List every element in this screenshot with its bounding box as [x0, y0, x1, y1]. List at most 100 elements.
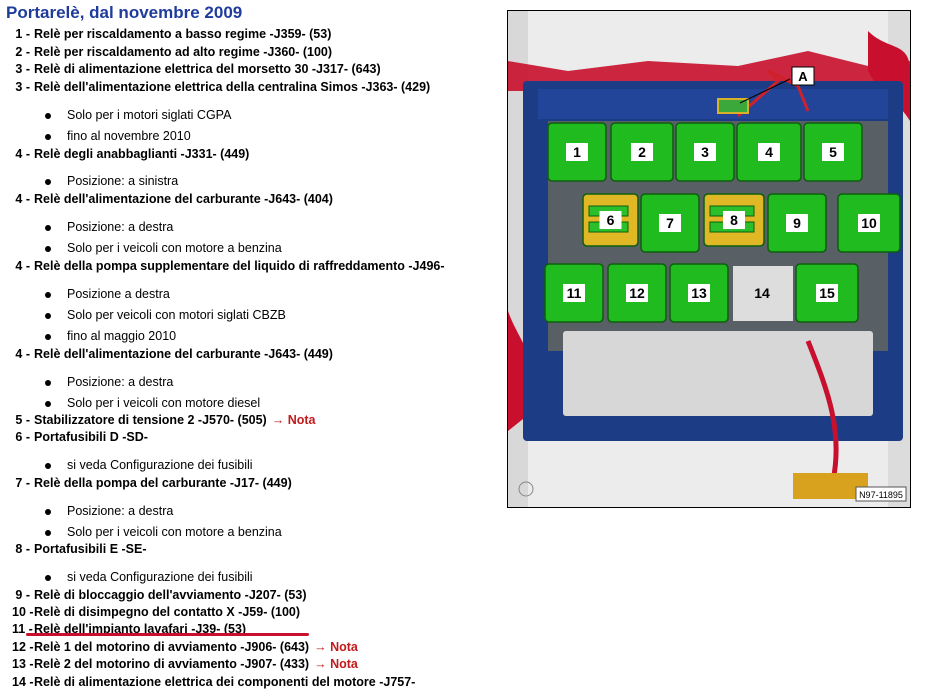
slot-number: 10 [861, 215, 877, 231]
slot-number-box [786, 214, 808, 232]
slot-number: 3 [701, 144, 709, 160]
legend-note: Solo per i veicoli con motore a benzina [67, 525, 282, 539]
legend-item: 7 - Relè della pompa del carburante -J17-… [12, 475, 292, 492]
legend-item-number: 6 - [15, 430, 30, 444]
bullet-icon [45, 509, 51, 515]
slot-number: 15 [819, 285, 835, 301]
slot-number-box [626, 284, 648, 302]
slot-number-box [631, 143, 653, 161]
highlight-underline [26, 633, 309, 636]
legend-item: 8 - Portafusibili E -SE- [12, 541, 147, 558]
legend-item: 1 - Relè per riscaldamento a basso regime… [12, 26, 331, 43]
legend-item-text: Relè dell'alimentazione del carburante -… [34, 192, 333, 206]
relay-legend-list: 1 - Relè per riscaldamento a basso regime… [12, 26, 445, 691]
legend-item: 9 -Relè di bloccaggio dell'avviamento -J… [12, 587, 307, 604]
nota-link[interactable]: → Nota [314, 640, 358, 654]
legend-note: si veda Configurazione dei fusibili [67, 458, 253, 472]
slot-number-box [599, 211, 622, 229]
legend-item-number: 4 - [15, 347, 30, 361]
bullet-icon [45, 246, 51, 252]
legend-item: 3 -Relè dell'alimentazione elettrica del… [12, 79, 430, 96]
legend-item-text: Relè della pompa del carburante -J17- (4… [34, 476, 292, 490]
slot-number: 2 [638, 144, 646, 160]
legend-item-number: 5 - [15, 413, 30, 427]
nota-link[interactable]: → Nota [314, 657, 358, 671]
slot-14-cavity [733, 266, 793, 321]
legend-item: 14 -Relè di alimentazione elettrica dei … [12, 674, 415, 691]
legend-item-number: 2 - [15, 45, 30, 59]
legend-note: Posizione: a destra [67, 504, 174, 518]
legend-item-number: 12 - [12, 640, 34, 654]
bullet-icon [45, 313, 51, 319]
legend-note: Posizione a destra [67, 287, 170, 301]
slot-number-box [694, 143, 716, 161]
legend-note: fino al novembre 2010 [67, 129, 191, 143]
slot-number: 11 [567, 285, 582, 301]
legend-note: Solo per i motori siglati CGPA [67, 108, 232, 122]
nota-link[interactable]: → Nota [271, 413, 316, 427]
legend-item-number: 3 - [15, 62, 30, 76]
legend-note: Solo per i veicoli con motore diesel [67, 396, 261, 410]
bullet-icon [45, 134, 51, 140]
slot-number-box [563, 284, 585, 302]
legend-item-text: Relè per riscaldamento a basso regime -J… [34, 27, 332, 41]
legend-item-text: Relè di bloccaggio dell'avviamento -J207… [34, 588, 307, 602]
lower-red-cable [805, 340, 839, 482]
legend-item-number: 4 - [15, 147, 30, 161]
legend-item: 4 -Relè della pompa supplementare del li… [12, 258, 445, 275]
legend-item-number: 4 - [15, 192, 30, 206]
legend-item-text: Relè della pompa supplementare del liqui… [34, 259, 445, 273]
legend-item: 11 -Relè dell'impianto lavafari -J39- (5… [12, 621, 246, 638]
callout-line [739, 78, 791, 104]
legend-item-text: Portafusibili E -SE- [34, 542, 147, 556]
legend-note: fino al maggio 2010 [67, 329, 177, 343]
bullet-icon [45, 225, 51, 231]
legend-item-text: Stabilizzatore di tensione 2 -J570- (505… [34, 413, 267, 427]
slot-number-box [723, 211, 745, 229]
legend-item: 10 -Relè di disimpegno del contatto X -J… [12, 604, 300, 621]
legend-item-text: Relè di disimpegno del contatto X -J59- … [34, 605, 301, 619]
legend-item: 4 -Relè degli anabbaglianti -J331- (449) [12, 146, 249, 163]
slot-number: 4 [765, 144, 773, 160]
legend-item-text: Relè dell'impianto lavafari -J39- (53) [34, 622, 247, 636]
legend-item: 6 -Portafusibili D -SD- [12, 429, 148, 446]
bullet-icon [45, 530, 51, 536]
bullet-icon [45, 113, 51, 119]
callout-box [791, 66, 815, 86]
slot-number-box [822, 143, 844, 161]
legend-note: si veda Configurazione dei fusibili [67, 570, 253, 584]
legend-item-number: 13 - [12, 657, 34, 671]
legend-item: 3 -Relè di alimentazione elettrica del m… [12, 61, 380, 78]
legend-item-text: Relè 2 del motorino di avviamento -J907-… [34, 657, 310, 671]
legend-item: 5 - Stabilizzatore di tensione 2 -J570- (… [12, 412, 315, 429]
carrier-top-rail [538, 89, 888, 119]
legend-item-number: 11 - [12, 622, 33, 636]
legend-item-number: 8 - [15, 542, 30, 556]
figure-code: N97-11895 [859, 490, 903, 500]
slot-number: 5 [829, 144, 837, 160]
legend-item-number: 14 - [12, 675, 34, 689]
legend-note: Solo per i veicoli con motore a benzina [67, 241, 282, 255]
legend-item-number: 7 - [15, 476, 30, 490]
page-title: Portarelè, dal novembre 2009 [6, 3, 243, 22]
bullet-icon [45, 292, 51, 298]
figure-code-box [855, 486, 907, 502]
slot-number-box [688, 284, 710, 302]
legend-item: 13 -Relè 2 del motorino di avviamento -J… [12, 656, 358, 673]
legend-item-number: 1 - [15, 27, 30, 41]
slot-number: 9 [793, 215, 801, 231]
legend-note: Posizione: a destra [67, 375, 174, 389]
bolt-icon [518, 481, 534, 497]
slot-number-box [566, 143, 588, 161]
slot-number: 14 [754, 285, 770, 301]
slot-number: 6 [607, 212, 615, 228]
legend-item: 2 -Relè per riscaldamento ad alto regime… [12, 44, 332, 61]
slot-number: 12 [629, 285, 645, 301]
slot-number: 13 [691, 285, 707, 301]
slot-number-box [659, 214, 681, 232]
legend-item: 4 -Relè dell'alimentazione del carburant… [12, 346, 333, 363]
control-unit-base [563, 331, 873, 416]
